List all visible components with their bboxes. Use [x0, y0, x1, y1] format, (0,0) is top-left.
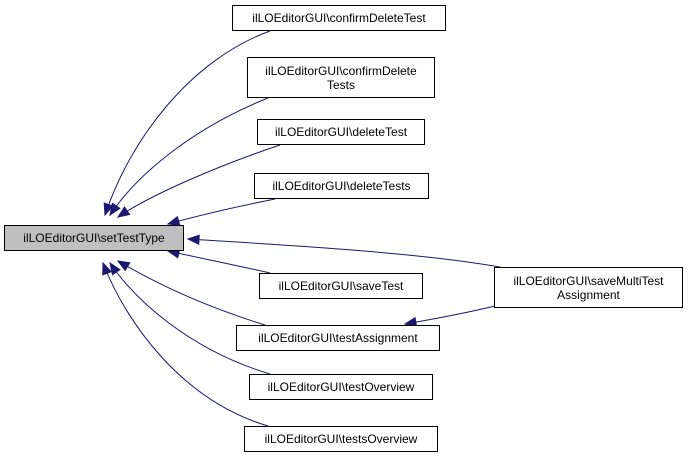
node-testsOverview[interactable]: ilLOEditorGUI\testsOverview — [244, 426, 438, 452]
arrowhead — [166, 215, 181, 226]
edge-testAssignment-to-setTestType — [116, 260, 266, 326]
node-label-line: ilLOEditorGUI\setTestType — [23, 231, 165, 245]
node-label-line: ilLOEditorGUI\testsOverview — [264, 432, 418, 446]
node-deleteTest[interactable]: ilLOEditorGUI\deleteTest — [257, 119, 425, 145]
node-label-line: Assignment — [557, 287, 620, 302]
node-label-line: ilLOEditorGUI\testOverview — [267, 380, 415, 394]
arrowhead — [109, 202, 121, 217]
edge-saveTest-to-setTestType — [166, 248, 271, 274]
edge-testsOverview-to-setTestType — [102, 261, 269, 427]
node-deleteTests[interactable]: ilLOEditorGUI\deleteTests — [254, 173, 429, 199]
node-label-line: ilLOEditorGUI\deleteTest — [274, 125, 408, 139]
arrowhead — [186, 234, 200, 245]
node-label-line: ilLOEditorGUI\saveMultiTest — [513, 273, 664, 288]
arrowhead — [102, 261, 113, 276]
arrowhead — [103, 202, 114, 217]
edge-saveMultiTestAssignment-to-setTestType — [186, 234, 501, 268]
edge-confirmDeleteTests-to-setTestType — [109, 97, 269, 217]
edge-saveMultiTestAssignment-to-testAssignment — [403, 305, 496, 328]
node-testOverview[interactable]: ilLOEditorGUI\testOverview — [249, 374, 433, 400]
arrowhead — [116, 260, 131, 272]
arrowhead — [116, 206, 131, 218]
edge-confirmDeleteTest-to-setTestType — [103, 30, 271, 217]
node-label-line: ilLOEditorGUI\confirmDelete — [265, 63, 417, 78]
node-setTestType: ilLOEditorGUI\setTestType — [4, 225, 184, 251]
node-confirmDeleteTests[interactable]: ilLOEditorGUI\confirmDelete Tests — [247, 57, 435, 98]
edge-deleteTests-to-setTestType — [166, 198, 276, 226]
node-label-line: ilLOEditorGUI\deleteTests — [272, 179, 411, 193]
arrowhead — [109, 261, 121, 276]
node-saveTest[interactable]: ilLOEditorGUI\saveTest — [259, 273, 423, 299]
node-label-line: ilLOEditorGUI\saveTest — [278, 279, 404, 293]
edge-testOverview-to-setTestType — [109, 261, 271, 375]
node-label-line: Tests — [326, 77, 355, 92]
node-saveMultiTestAssignment[interactable]: ilLOEditorGUI\saveMultiTest Assignment — [494, 267, 683, 308]
node-label-line: ilLOEditorGUI\confirmDeleteTest — [252, 11, 426, 25]
node-confirmDeleteTest[interactable]: ilLOEditorGUI\confirmDeleteTest — [232, 5, 446, 31]
node-testAssignment[interactable]: ilLOEditorGUI\testAssignment — [236, 325, 440, 351]
node-label-line: ilLOEditorGUI\testAssignment — [258, 331, 418, 345]
edge-deleteTest-to-setTestType — [116, 144, 281, 218]
